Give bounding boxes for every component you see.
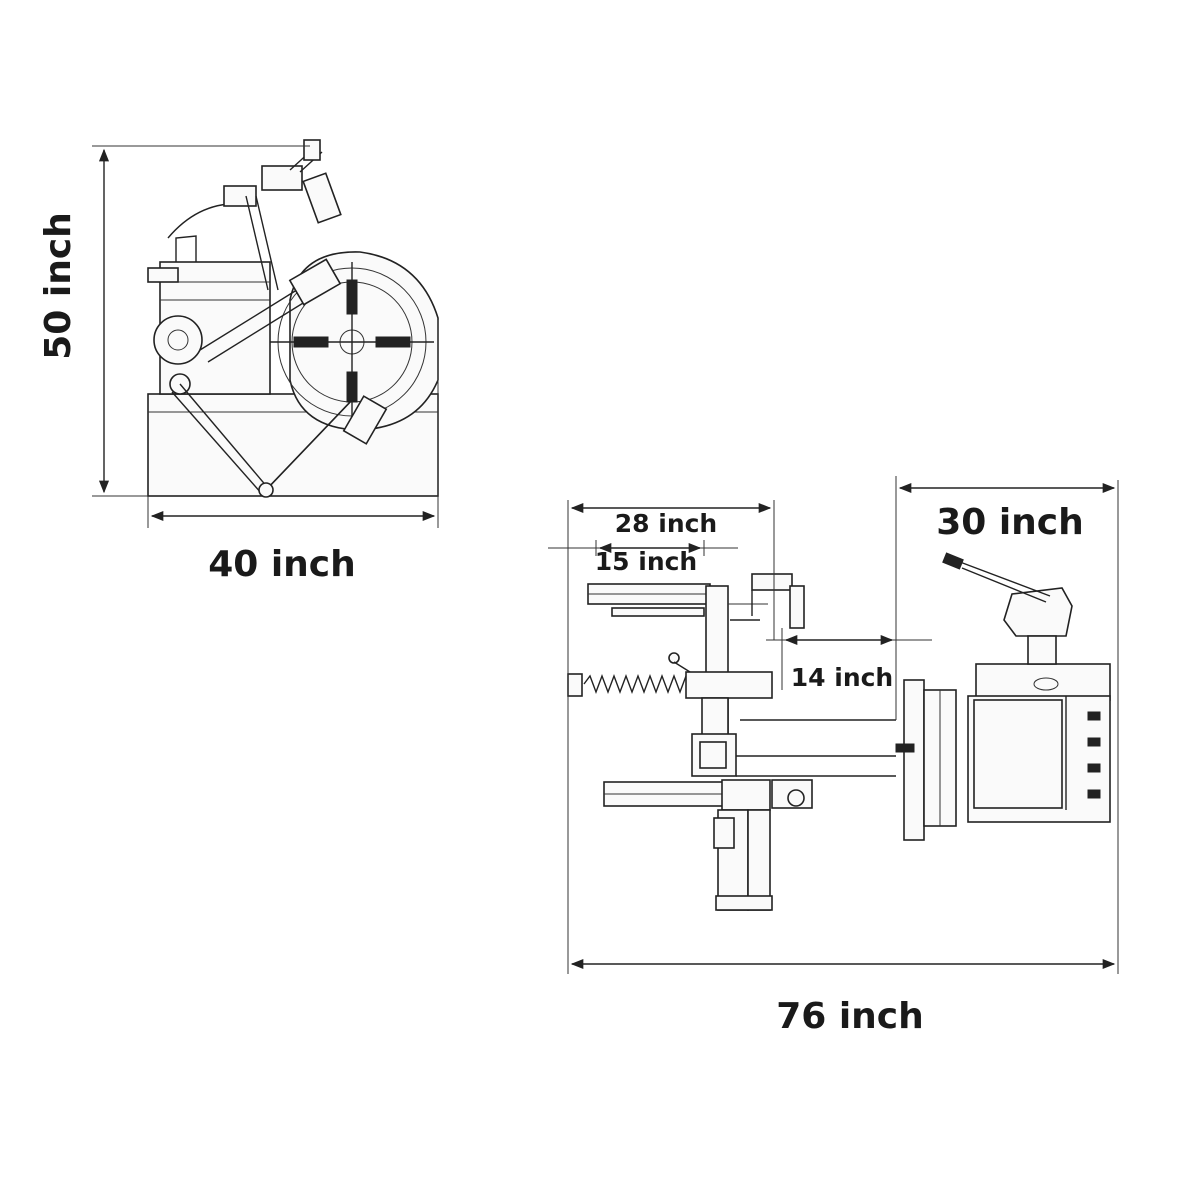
gap-label: 14 inch <box>791 663 893 692</box>
height-dimension <box>92 145 310 497</box>
width-label: 40 inch <box>208 544 356 585</box>
body-depth-label: 30 inch <box>936 502 1084 543</box>
arm-inner-label: 15 inch <box>595 547 697 576</box>
overall-length-dimension <box>567 480 1119 974</box>
side-view-machine <box>147 139 439 498</box>
arm-inner-dimension <box>548 540 738 556</box>
body-depth-dimension <box>895 476 1116 720</box>
height-label: 50 inch <box>38 212 79 360</box>
width-dimension <box>147 320 439 528</box>
overall-length-label: 76 inch <box>776 996 924 1037</box>
arm-reach-label: 28 inch <box>615 509 717 538</box>
arm-reach-dimension <box>570 500 775 640</box>
top-view-machine <box>567 552 1111 911</box>
